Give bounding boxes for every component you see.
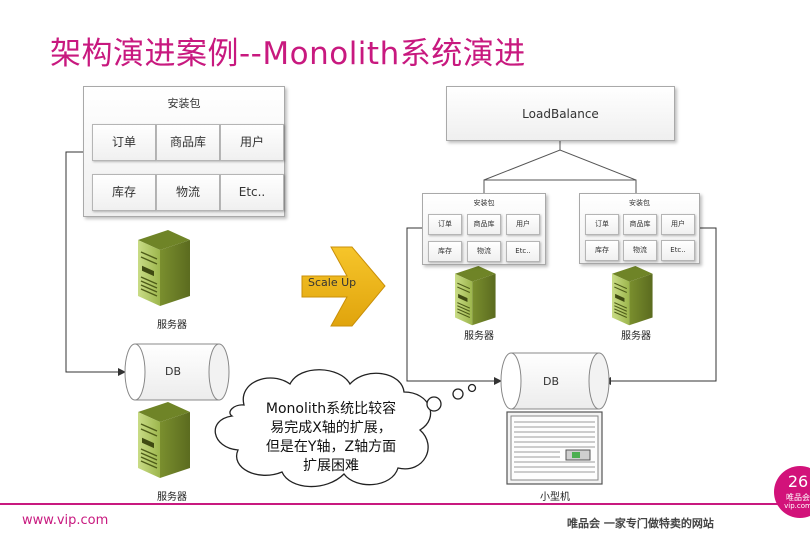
right1-module-order: 订单 xyxy=(428,214,462,235)
right2-module-logistics: 物流 xyxy=(623,240,657,261)
right1-module-logistics: 物流 xyxy=(467,241,501,262)
callout-cloud xyxy=(214,369,477,488)
right-db-cylinder xyxy=(500,352,610,410)
page-badge: 26 唯品会 vip.com xyxy=(774,466,810,518)
callout-text: Monolith系统比较容 易完成X轴的扩展， 但是在Y轴，Z轴方面 扩展困难 xyxy=(246,400,416,476)
callout-line: 但是在Y轴，Z轴方面 xyxy=(265,439,397,455)
right1-module-product-catalog: 商品库 xyxy=(467,214,501,235)
left-package-label: 安装包 xyxy=(167,97,201,110)
minicomputer-icon xyxy=(506,411,603,485)
slide-title: 架构演进案例--Monolith系统演进 xyxy=(50,36,526,72)
page-number: 26 xyxy=(787,472,809,491)
left-module-inventory: 库存 xyxy=(92,174,156,211)
minicomputer-label: 小型机 xyxy=(540,492,570,503)
right1-module-etc: Etc.. xyxy=(506,241,540,262)
right1-module-user: 用户 xyxy=(506,214,540,235)
left-module-product-catalog: 商品库 xyxy=(156,124,220,161)
scale-up-label: Scale Up xyxy=(308,276,357,289)
badge-site: vip.com xyxy=(784,502,810,510)
right-server-2-icon xyxy=(611,265,654,326)
left-module-logistics: 物流 xyxy=(156,174,220,211)
footer-divider xyxy=(0,503,810,505)
left-db-label: DB xyxy=(165,365,182,378)
scale-up-arrow xyxy=(301,246,386,327)
left-package: 安装包 订单 商品库 用户 库存 物流 Etc.. xyxy=(83,86,285,217)
left-server-label: 服务器 xyxy=(157,320,187,331)
right-server-1-label: 服务器 xyxy=(464,331,494,342)
right-package-2-label: 安装包 xyxy=(629,199,650,207)
right2-module-inventory: 库存 xyxy=(585,240,619,261)
left-db-cylinder xyxy=(124,343,230,401)
left-db-server-label: 服务器 xyxy=(157,492,187,503)
right-right-connector xyxy=(603,227,717,385)
callout-line: 扩展困难 xyxy=(303,458,359,474)
callout-line: 易完成X轴的扩展， xyxy=(270,420,392,436)
loadbalance-box: LoadBalance xyxy=(446,86,675,141)
right2-module-user: 用户 xyxy=(661,214,695,235)
right-package-1: 安装包 订单 商品库 用户 库存 物流 Etc.. xyxy=(422,193,546,265)
left-module-order: 订单 xyxy=(92,124,156,161)
right1-module-inventory: 库存 xyxy=(428,241,462,262)
right2-module-etc: Etc.. xyxy=(661,240,695,261)
footer-url: www.vip.com xyxy=(22,513,109,528)
right-package-2: 安装包 订单 商品库 用户 库存 物流 Etc.. xyxy=(579,193,700,264)
right-left-connector xyxy=(406,227,502,385)
right2-module-order: 订单 xyxy=(585,214,619,235)
left-connector xyxy=(65,151,126,376)
left-db-server-icon xyxy=(137,401,191,479)
right-server-1-icon xyxy=(454,265,497,326)
right-server-2-label: 服务器 xyxy=(621,331,651,342)
right2-module-product-catalog: 商品库 xyxy=(623,214,657,235)
footer-slogan: 唯品会 一家专门做特卖的网站 xyxy=(567,517,714,530)
badge-brand: 唯品会 xyxy=(786,493,810,502)
right-db-label: DB xyxy=(543,375,560,388)
right-package-1-label: 安装包 xyxy=(473,199,495,207)
left-server-icon xyxy=(137,229,191,307)
callout-line: Monolith系统比较容 xyxy=(265,401,397,417)
loadbalance-connector xyxy=(483,141,637,193)
left-module-etc: Etc.. xyxy=(220,174,284,211)
left-module-user: 用户 xyxy=(220,124,284,161)
